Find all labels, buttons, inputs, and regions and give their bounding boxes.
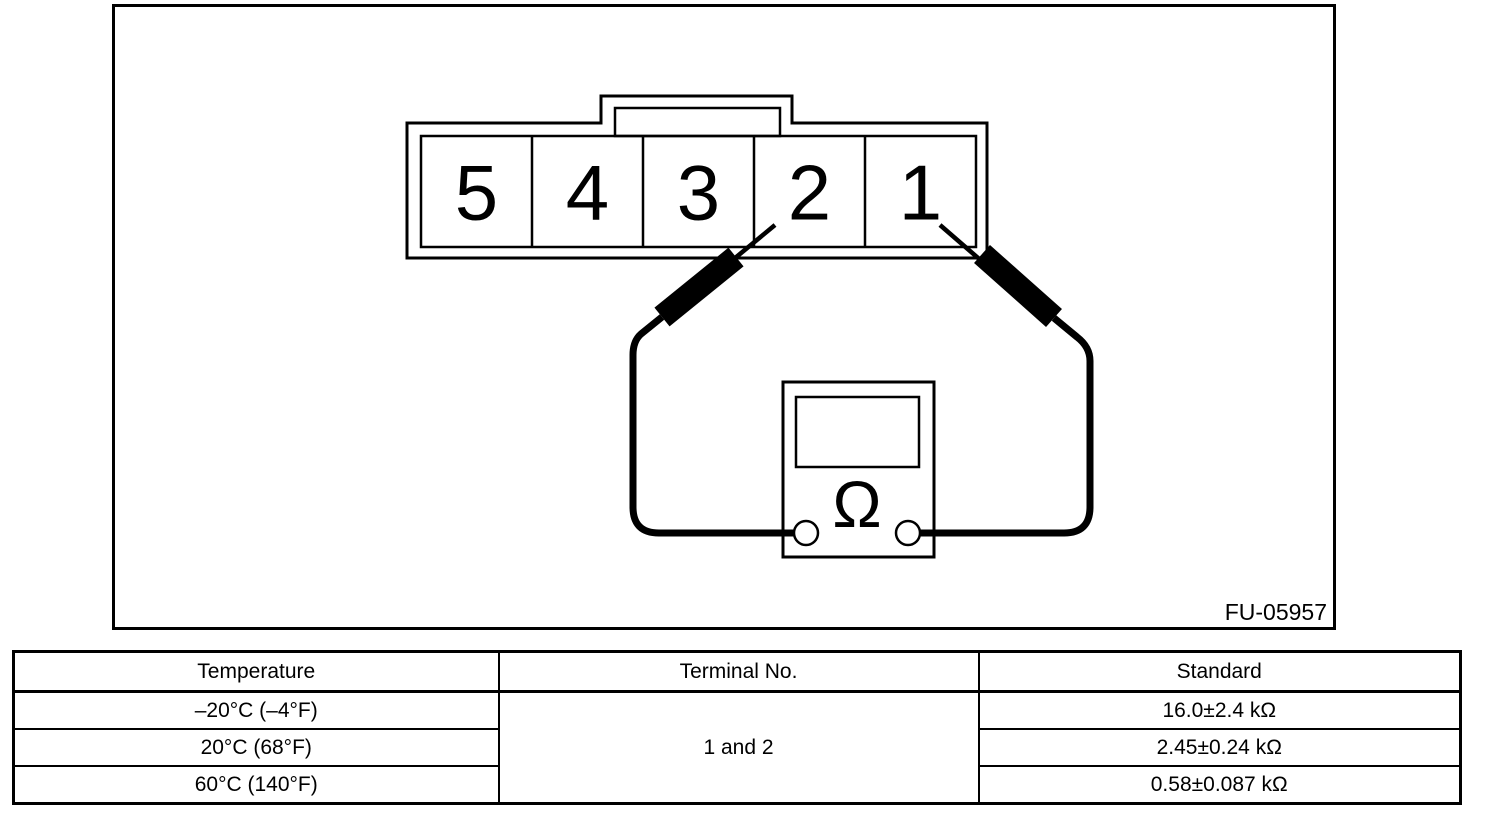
cell-temperature-20: 20°C (68°F): [12, 728, 500, 767]
ohmmeter-display: [794, 395, 921, 469]
cell-standard-minus20: 16.0±2.4 kΩ: [977, 690, 1462, 730]
figure-code: FU-05957: [1224, 599, 1327, 625]
spec-table: Temperature Terminal No. Standard –20°C …: [12, 650, 1462, 805]
header-standard: Standard: [977, 650, 1462, 693]
figure-box: 5 4 3 2 1 Ω FU-05957: [112, 4, 1336, 630]
cell-temperature-minus20: –20°C (–4°F): [12, 690, 500, 730]
terminal-number-5: 5: [455, 149, 498, 237]
table-row: 60°C (140°F) 0.58±0.087 kΩ: [12, 765, 1462, 805]
ohmmeter-terminal-left: [792, 519, 820, 547]
table-header-row: Temperature Terminal No. Standard: [12, 650, 1462, 693]
cell-standard-60: 0.58±0.087 kΩ: [977, 765, 1462, 805]
test-lead-left: [629, 314, 795, 537]
header-terminal-no: Terminal No.: [497, 650, 980, 693]
connector-outline: [405, 94, 989, 260]
cell-temperature-60: 60°C (140°F): [12, 765, 500, 805]
header-temperature: Temperature: [12, 650, 500, 693]
probe-body-right: [974, 245, 1062, 327]
table-row: –20°C (–4°F) 1 and 2 16.0±2.4 kΩ: [12, 690, 1462, 805]
ohmmeter-terminal-right: [894, 519, 922, 547]
ohmmeter-body: [781, 380, 936, 559]
probe-body-left: [654, 247, 744, 327]
resistance-measurement-diagram: 5 4 3 2 1 Ω: [405, 94, 1094, 559]
terminal-row: [419, 134, 978, 249]
table-row: 20°C (68°F) 2.45±0.24 kΩ: [12, 728, 1462, 767]
terminal-number-3: 3: [677, 149, 720, 237]
terminal-number-2: 2: [788, 149, 831, 237]
ohm-symbol: Ω: [832, 467, 881, 541]
terminal-number-1: 1: [899, 149, 942, 237]
connector-tab: [613, 106, 782, 138]
cell-standard-20: 2.45±0.24 kΩ: [977, 728, 1462, 767]
test-lead-right: [920, 315, 1094, 537]
cell-terminal-no: 1 and 2: [497, 690, 980, 805]
terminal-number-4: 4: [566, 149, 609, 237]
